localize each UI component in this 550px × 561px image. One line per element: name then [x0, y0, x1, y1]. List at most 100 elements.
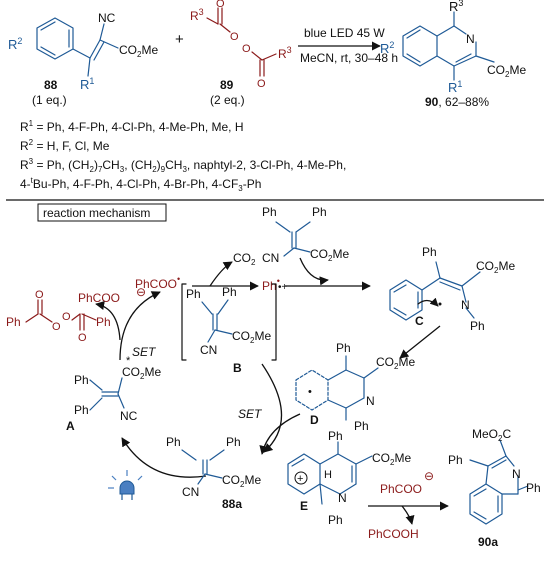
svg-text:N: N [461, 298, 470, 312]
benzoyloxy-radical: PhCOO• [135, 274, 180, 291]
set-label-1: SET [132, 345, 157, 359]
svg-text:N: N [512, 467, 521, 481]
svg-text:NC: NC [120, 409, 138, 423]
r1-definition: R1 = Ph, 4-F-Ph, 4-Cl-Ph, 4-Me-Ph, Me, H [20, 119, 244, 134]
svg-text:Ph: Ph [186, 287, 201, 301]
svg-text:O: O [216, 0, 225, 10]
r2-definition: R2 = H, F, Cl, Me [20, 138, 110, 153]
substrate-88a: Ph Ph CN CO2Me 88a [166, 435, 261, 511]
product-90: N R3 R2 R1 CO2Me 90, 62–88% [380, 0, 526, 109]
svg-text:O: O [230, 31, 239, 43]
prod-r2: R2 [380, 40, 394, 56]
equiv-89: (2 eq.) [210, 93, 245, 107]
svg-text:H: H [324, 469, 332, 481]
svg-text:Ph: Ph [226, 435, 241, 449]
r1-label: R1 [80, 76, 94, 92]
svg-text:O: O [242, 43, 251, 55]
label-a: A [66, 419, 75, 433]
svg-text:N: N [466, 32, 475, 46]
svg-text:Ph: Ph [470, 319, 485, 333]
equiv-88: (1 eq.) [32, 93, 67, 107]
benzoic-acid: PhCOOH [368, 527, 419, 541]
co2-byproduct: CO2 [233, 251, 256, 267]
svg-text:Ph: Ph [262, 205, 277, 219]
svg-text:Ph: Ph [336, 341, 351, 355]
svg-text:N: N [338, 491, 347, 505]
substrate-88: R2 NC CO2Me R1 88 (1 eq.) [8, 11, 158, 107]
svg-text:O: O [52, 321, 61, 333]
co2me-label: CO2Me [119, 43, 158, 59]
svg-text:•+: •+ [278, 282, 288, 293]
svg-text:R3: R3 [278, 45, 292, 61]
svg-text:CO2Me: CO2Me [310, 247, 349, 263]
svg-text:MeO2C: MeO2C [472, 427, 511, 443]
r3-definition-cont: 4-tBu-Ph, 4-F-Ph, 4-Cl-Ph, 4-Br-Ph, 4-CF… [20, 176, 261, 193]
nc-label: NC [98, 11, 116, 25]
product-90a: MeO2C N Ph Ph 90a [448, 427, 541, 549]
label-e: E [300, 499, 308, 513]
svg-text:CO2Me: CO2Me [376, 355, 415, 371]
condition-solvent: MeCN, rt, 30–48 h [300, 51, 398, 65]
benzoate-anion: PhCOO [78, 291, 120, 305]
svg-text:*: * [126, 355, 131, 367]
set-label-2: SET [238, 407, 263, 421]
svg-text:Ph: Ph [526, 481, 541, 495]
product-yield: 90, 62–88% [425, 95, 489, 109]
svg-text:CN: CN [182, 485, 199, 499]
led-icon [108, 470, 143, 500]
benzoyl-peroxide: Ph O O O O Ph [6, 289, 111, 344]
svg-text:+: + [297, 473, 303, 485]
svg-text:CO2Me: CO2Me [476, 259, 515, 275]
label-90a: 90a [478, 535, 498, 549]
svg-text:Ph: Ph [328, 429, 343, 443]
svg-text:Ph: Ph [448, 453, 463, 467]
svg-text:R3: R3 [190, 7, 204, 23]
substrate-top: Ph Ph CN CO2Me [262, 205, 349, 265]
plus-sign: + [175, 31, 184, 48]
svg-text:CN: CN [262, 251, 279, 265]
svg-text:O: O [78, 332, 87, 344]
mechanism-title: reaction mechanism [43, 206, 150, 220]
svg-text:O: O [62, 311, 71, 323]
svg-text:CO2Me: CO2Me [232, 329, 271, 345]
reaction-arrow: blue LED 45 W MeCN, rt, 30–48 h [298, 26, 398, 65]
compound-label-88: 88 [44, 78, 58, 92]
svg-text:CO2Me: CO2Me [222, 473, 261, 489]
phenyl-radical: Ph• [262, 276, 280, 293]
svg-text:Ph: Ph [6, 315, 21, 329]
label-c: C [415, 314, 424, 328]
svg-text:Ph: Ph [354, 419, 369, 433]
prod-r1: R1 [448, 79, 462, 95]
svg-text:Ph: Ph [422, 245, 437, 259]
svg-text:N: N [366, 394, 375, 408]
peroxide-89: R3 O O O O R3 89 (2 eq.) [190, 0, 292, 107]
svg-text:CO2Me: CO2Me [122, 365, 161, 381]
intermediate-c: Ph CO2Me N Ph C [389, 245, 515, 333]
svg-text:O: O [35, 289, 44, 301]
intermediate-d: • Ph CO2Me N Ph D [295, 341, 415, 433]
minus-charge: ⊖ [136, 285, 146, 299]
svg-text:CN: CN [200, 343, 217, 357]
excited-state-a: Ph Ph CO2Me * NC A [66, 355, 161, 433]
svg-text:Ph: Ph [74, 373, 89, 387]
benzoate-base: PhCOO [380, 482, 422, 496]
label-88a: 88a [222, 497, 242, 511]
svg-text:Ph: Ph [312, 205, 327, 219]
intermediate-b: •+ Ph Ph CN CO2Me B [181, 282, 288, 375]
r2-label: R2 [8, 36, 22, 52]
svg-text:Ph: Ph [328, 513, 343, 527]
svg-text:O: O [257, 78, 266, 90]
substituent-list: R1 = Ph, 4-F-Ph, 4-Cl-Ph, 4-Me-Ph, Me, H… [20, 119, 346, 193]
svg-text:Ph: Ph [166, 435, 181, 449]
r3-definition: R3 = Ph, (CH2)7CH3, (CH2)9CH3, naphtyl-2… [20, 157, 346, 174]
svg-text:⊖: ⊖ [424, 469, 434, 483]
svg-text:•: • [308, 386, 312, 398]
mechanism-title-box: reaction mechanism [37, 203, 167, 222]
prod-r3: R3 [449, 0, 463, 14]
svg-text:CO2Me: CO2Me [487, 63, 526, 79]
label-b: B [233, 361, 242, 375]
label-d: D [310, 413, 319, 427]
condition-light: blue LED 45 W [304, 26, 385, 40]
svg-text:Ph: Ph [96, 315, 111, 329]
